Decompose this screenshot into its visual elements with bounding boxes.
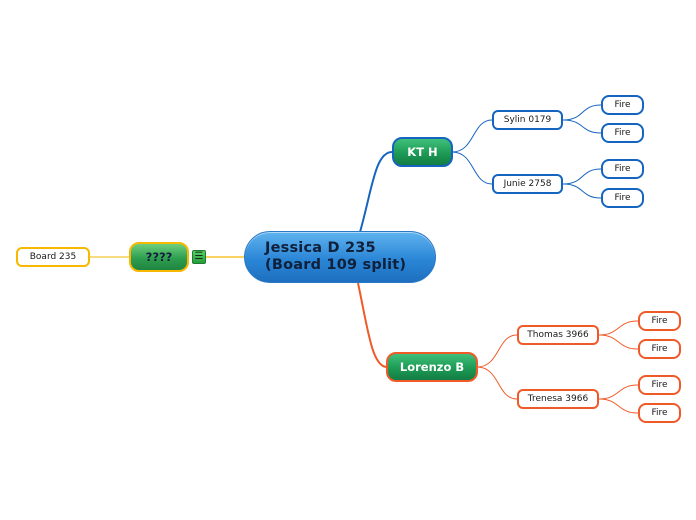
link-junie-fire1 xyxy=(562,168,602,185)
subtopic-sylin[interactable]: Sylin 0179 xyxy=(492,110,563,130)
link-sylin-fire1 xyxy=(562,104,602,121)
leaf-fire[interactable]: Fire xyxy=(638,311,681,331)
link-root-lorenzo xyxy=(357,282,388,368)
leaf-fire-label: Fire xyxy=(614,164,631,174)
link-trenesa-fire1 xyxy=(598,384,639,400)
subtopic-trenesa[interactable]: Trenesa 3966 xyxy=(517,389,599,409)
leaf-fire[interactable]: Fire xyxy=(601,95,644,115)
topic-kt-h[interactable]: KT H xyxy=(392,137,453,167)
root-topic-line2: (Board 109 split) xyxy=(265,257,407,273)
leaf-fire[interactable]: Fire xyxy=(638,339,681,359)
subtopic-sylin-label: Sylin 0179 xyxy=(503,115,552,125)
subtopic-board-235[interactable]: Board 235 xyxy=(16,247,90,267)
link-sylin-fire2 xyxy=(562,119,602,134)
leaf-fire-label: Fire xyxy=(651,408,668,418)
leaf-fire[interactable]: Fire xyxy=(601,123,644,143)
link-lorenzo-thomas xyxy=(476,334,518,368)
root-topic-line1: Jessica D 235 xyxy=(265,240,376,256)
link-trenesa-fire2 xyxy=(598,398,639,414)
link-kth-sylin xyxy=(451,119,493,153)
leaf-fire[interactable]: Fire xyxy=(638,403,681,423)
link-thomas-fire1 xyxy=(598,320,639,336)
leaf-fire[interactable]: Fire xyxy=(601,159,644,179)
leaf-fire-label: Fire xyxy=(651,316,668,326)
subtopic-board-235-label: Board 235 xyxy=(29,252,77,262)
link-root-kth xyxy=(359,151,393,233)
subtopic-thomas[interactable]: Thomas 3966 xyxy=(517,325,599,345)
subtopic-junie-label: Junie 2758 xyxy=(503,179,552,189)
topic-lorenzo-b[interactable]: Lorenzo B xyxy=(386,352,478,382)
leaf-fire-label: Fire xyxy=(614,128,631,138)
topic-unknown[interactable]: ???? xyxy=(129,242,189,272)
subtopic-trenesa-label: Trenesa 3966 xyxy=(527,394,589,404)
root-topic[interactable]: Jessica D 235 (Board 109 split) xyxy=(244,231,436,283)
leaf-fire-label: Fire xyxy=(614,193,631,203)
link-kth-junie xyxy=(451,151,493,185)
subtopic-thomas-label: Thomas 3966 xyxy=(527,330,589,340)
leaf-fire-label: Fire xyxy=(614,100,631,110)
topic-unknown-label: ???? xyxy=(145,250,173,264)
notes-icon[interactable]: ☰ xyxy=(192,250,206,264)
leaf-fire-label: Fire xyxy=(651,380,668,390)
link-thomas-fire2 xyxy=(598,334,639,350)
leaf-fire-label: Fire xyxy=(651,344,668,354)
leaf-fire[interactable]: Fire xyxy=(638,375,681,395)
subtopic-junie[interactable]: Junie 2758 xyxy=(492,174,563,194)
leaf-fire[interactable]: Fire xyxy=(601,188,644,208)
link-lorenzo-trenesa xyxy=(476,366,518,400)
link-junie-fire2 xyxy=(562,183,602,199)
topic-lorenzo-b-label: Lorenzo B xyxy=(399,360,465,374)
root-topic-label: Jessica D 235 (Board 109 split) xyxy=(265,240,406,274)
topic-kt-h-label: KT H xyxy=(407,145,438,159)
